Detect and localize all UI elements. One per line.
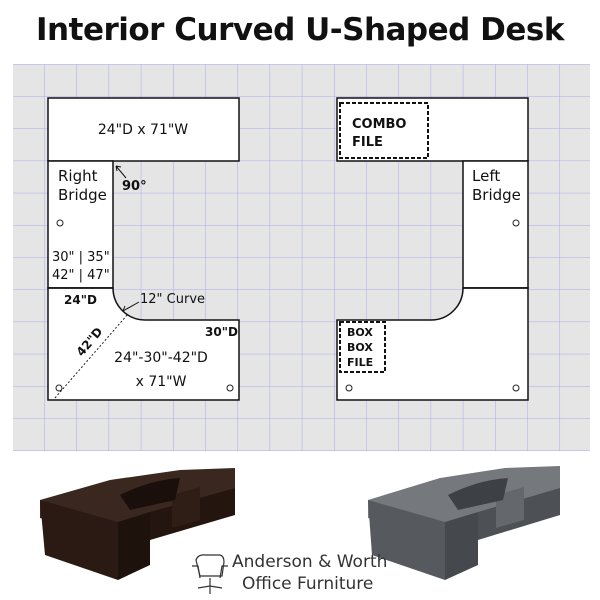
drawing-shape [448, 478, 508, 510]
curve-label: 12" Curve [140, 292, 205, 307]
drawing-shape [172, 487, 200, 528]
bridge-label: Bridge [58, 186, 107, 204]
grommet [345, 384, 353, 392]
box-box-file-label: BOX [347, 341, 373, 354]
left-bridge [462, 160, 529, 289]
grommet [512, 384, 520, 392]
top-worksurface [47, 97, 240, 162]
diagonal-dimension-line [54, 313, 129, 399]
bridge-label: Left [472, 167, 500, 185]
drawing-shape [120, 478, 180, 510]
drawing-shape [192, 565, 228, 579]
angle-arrow-icon [115, 165, 127, 179]
bottom-piece-label: x 71"W [136, 374, 187, 390]
bridge-sizes: 42" | 47" [52, 268, 110, 283]
desk-photo-espresso [40, 468, 235, 580]
grommet [56, 219, 64, 227]
top-piece-label: 24"D x 71"W [98, 122, 188, 138]
bridge-label: Right [58, 167, 98, 185]
combo-file-label: FILE [352, 135, 383, 150]
drawing-shape [197, 578, 223, 594]
angle-label: 90° [122, 179, 147, 194]
page-title: Interior Curved U-Shaped Desk [36, 12, 564, 48]
desk-photo-gray [368, 466, 560, 580]
drawing-shape [118, 512, 150, 580]
drawing-shape [368, 500, 445, 580]
brand-tagline: Office Furniture [242, 574, 374, 594]
drawing-shape [195, 554, 225, 577]
bridge-label: Bridge [472, 186, 521, 204]
bottom-piece-label: 24"-30"-42"D [114, 350, 208, 366]
bridge-sizes: 30" | 35" [52, 250, 110, 265]
curved-corner-worksurface [336, 287, 529, 401]
box-box-file-label: BOX [347, 326, 373, 339]
grommet [512, 219, 520, 227]
curve-arrow-icon [122, 301, 140, 312]
combo-file-label: COMBO [352, 117, 407, 132]
drawing-shape [445, 512, 478, 580]
combo-file-outline [339, 102, 429, 159]
grommet [226, 384, 234, 392]
brand-logo: Anderson & Worth Office Furniture [190, 552, 390, 597]
right-bridge [47, 160, 114, 289]
drawing-shape [40, 500, 118, 580]
box-box-file-label: FILE [347, 356, 373, 369]
depth-label: 30"D [205, 325, 238, 339]
top-worksurface [336, 97, 529, 162]
brand-name: Anderson & Worth [232, 552, 388, 572]
depth-label: 24"D [64, 293, 97, 307]
box-box-file-outline [339, 321, 386, 373]
grommet [55, 384, 63, 392]
curved-corner-worksurface [47, 287, 240, 401]
office-chair-icon [192, 554, 228, 594]
left-desk-plan [47, 97, 240, 401]
right-desk-plan [336, 97, 529, 401]
